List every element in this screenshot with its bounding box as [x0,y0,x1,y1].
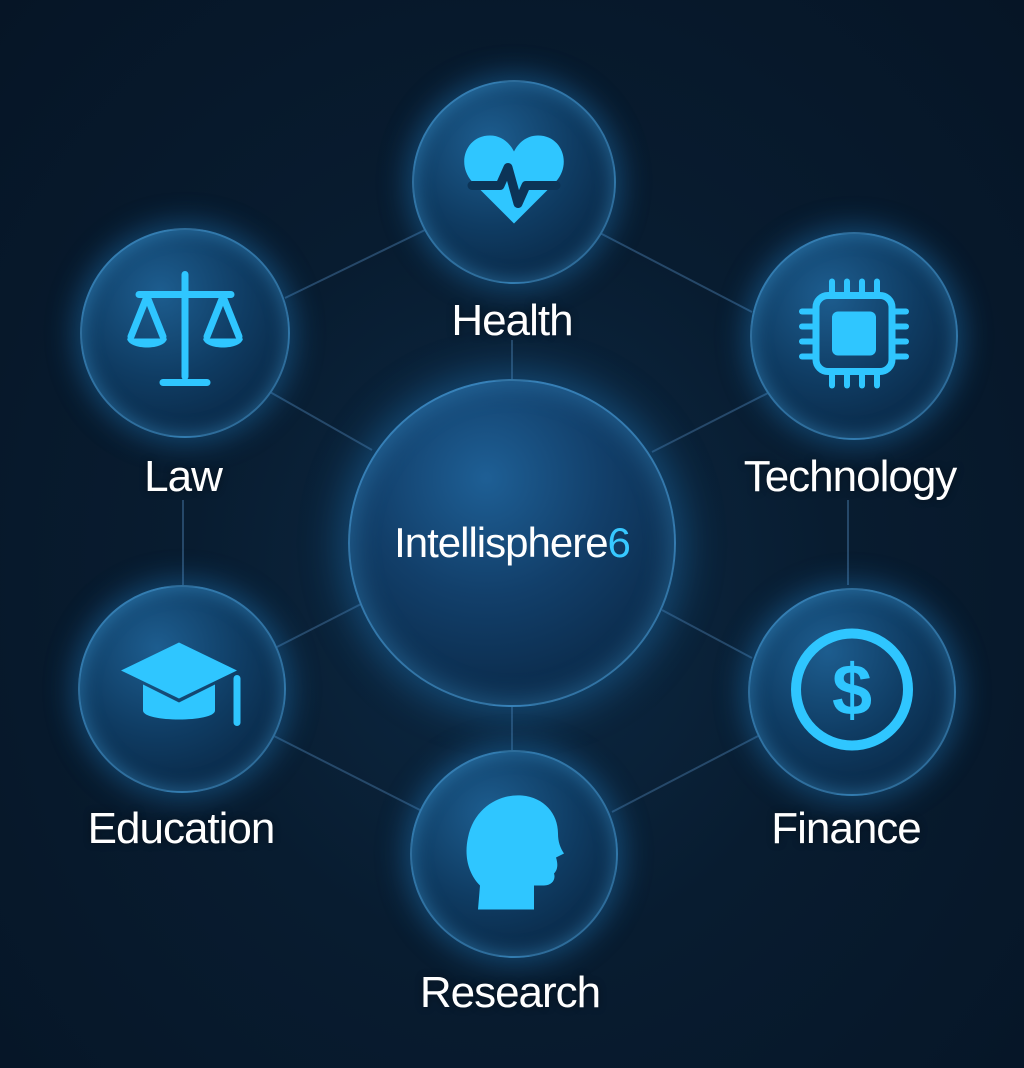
node-technology[interactable] [750,232,958,440]
node-label-technology: Technology [743,452,958,501]
scales-icon [123,269,247,398]
node-label-health: Health [451,296,573,345]
connector-finance-research [611,734,761,813]
connector-education-research [271,734,421,811]
connector-technology-hub [651,391,771,453]
node-label-law: Law [144,452,223,501]
heart-pulse-icon [462,132,566,233]
connector-health-law [284,229,426,299]
connector-finance-hub [661,609,753,659]
graduation-cap-icon [119,637,245,742]
hub-node[interactable]: Intellisphere6 [348,379,676,707]
node-finance[interactable]: $ [748,588,956,796]
connector-education-hub [274,601,366,649]
hub-title: Intellisphere6 [394,519,631,567]
node-label-finance: Finance [771,804,922,853]
node-label-research: Research [419,968,601,1017]
hub-title-text: Intellisphere [394,519,608,566]
node-health[interactable] [412,80,616,284]
head-profile-icon [464,790,564,919]
chip-icon [794,274,914,399]
svg-text:$: $ [832,651,872,731]
connector-health-technology [597,231,753,313]
hub-title-suffix: 6 [607,519,631,566]
connector-law-hub [269,391,373,451]
node-label-education: Education [87,804,276,853]
node-law[interactable] [80,228,290,438]
node-research[interactable] [410,750,618,958]
dollar-coin-icon: $ [787,625,917,760]
node-education[interactable] [78,585,286,793]
